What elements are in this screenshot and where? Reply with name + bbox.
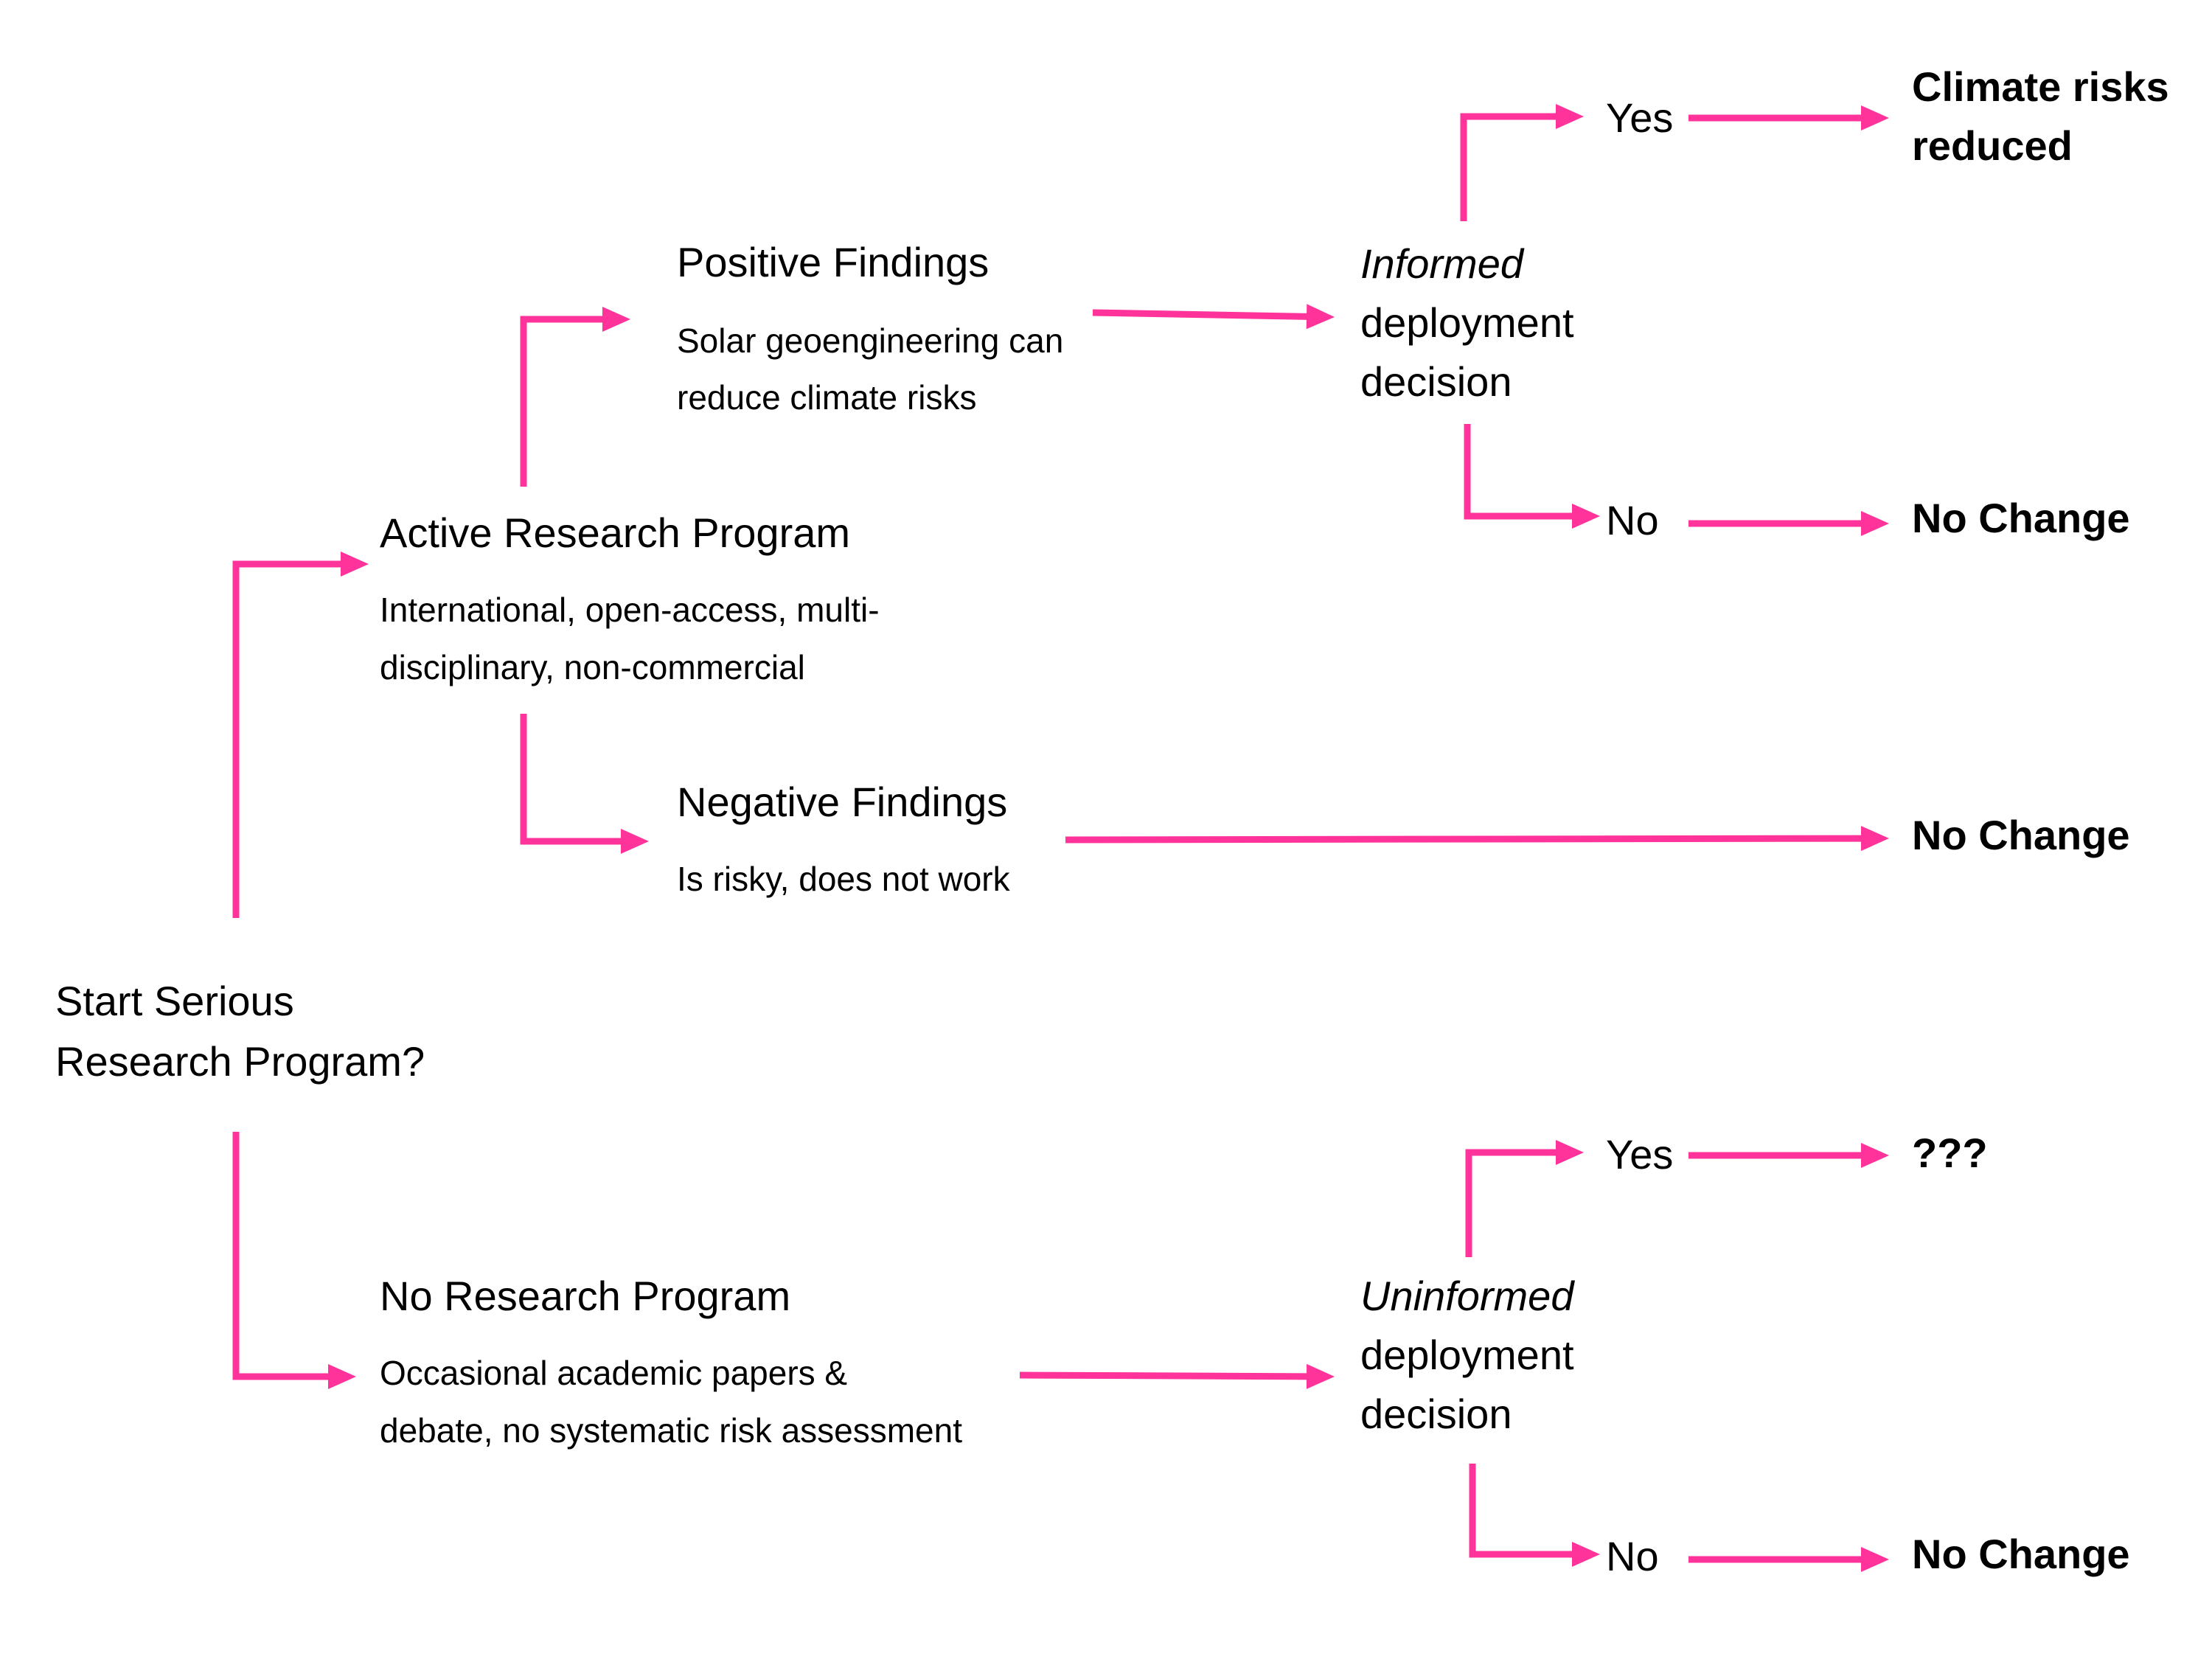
arrow-uninformed-to-no-head bbox=[1572, 1542, 1600, 1567]
uninformed-deployment-line: deployment bbox=[1360, 1332, 1574, 1378]
arrow-no-to-no-change-informed-head bbox=[1861, 511, 1889, 536]
arrow-none-to-uninformed-head bbox=[1306, 1363, 1335, 1389]
arrow-yes-to-unknown-head bbox=[1861, 1143, 1889, 1168]
arrow-negative-to-no-change bbox=[1065, 826, 1889, 852]
arrow-uninformed-to-yes-shaft bbox=[1465, 1149, 1557, 1257]
outcome-climate-risks-line2: reduced bbox=[1912, 122, 2073, 169]
arrow-uninformed-to-no bbox=[1469, 1464, 1600, 1567]
arrow-no-to-no-change-informed bbox=[1688, 511, 1889, 536]
positive-findings-title: Positive Findings bbox=[677, 239, 990, 285]
arrow-start-to-none-shaft bbox=[232, 1132, 330, 1380]
informed-deployment-line: deployment bbox=[1360, 299, 1574, 346]
arrow-active-to-negative bbox=[520, 714, 649, 854]
negative-findings-desc-line1: Is risky, does not work bbox=[677, 860, 1010, 898]
arrow-uninformed-to-yes bbox=[1465, 1140, 1584, 1257]
arrow-informed-to-no bbox=[1464, 424, 1600, 529]
arrow-active-to-positive-shaft bbox=[520, 316, 604, 487]
arrow-positive-to-informed-shaft bbox=[1092, 309, 1309, 320]
informed-decision-line: decision bbox=[1360, 358, 1512, 405]
arrow-none-to-uninformed-shaft bbox=[1019, 1371, 1309, 1380]
uninformed-yes-label: Yes bbox=[1606, 1131, 1674, 1178]
arrow-no-to-no-change-uninformed-head bbox=[1861, 1547, 1889, 1572]
arrow-negative-to-no-change-head bbox=[1860, 826, 1889, 852]
no-research-desc-line1: Occasional academic papers & bbox=[380, 1354, 848, 1392]
arrow-yes-to-climate-reduced bbox=[1688, 105, 1889, 131]
arrow-yes-to-unknown bbox=[1688, 1143, 1889, 1168]
uninformed-label: Uninformed bbox=[1360, 1273, 1574, 1319]
arrow-start-to-none-head bbox=[328, 1364, 356, 1389]
outcome-unknown: ??? bbox=[1912, 1130, 1988, 1176]
outcome-no-change-negative: No Change bbox=[1912, 812, 2130, 858]
informed-yes-label: Yes bbox=[1606, 94, 1674, 141]
active-research-desc-line2: disciplinary, non-commercial bbox=[380, 648, 805, 686]
arrow-positive-to-informed bbox=[1092, 304, 1335, 330]
arrow-start-to-none bbox=[232, 1132, 356, 1389]
arrow-active-to-positive-head bbox=[602, 307, 630, 332]
arrow-informed-to-yes-head bbox=[1556, 104, 1584, 129]
start-question-line2: Research Program? bbox=[55, 1038, 425, 1085]
positive-findings-desc-line2: reduce climate risks bbox=[677, 378, 977, 417]
arrow-active-to-positive bbox=[520, 307, 630, 487]
arrow-active-to-negative-head bbox=[621, 829, 649, 854]
arrow-uninformed-to-no-shaft bbox=[1469, 1464, 1573, 1558]
outcome-no-change-informed: No Change bbox=[1912, 495, 2130, 541]
arrow-positive-to-informed-head bbox=[1306, 304, 1335, 330]
arrow-uninformed-to-yes-head bbox=[1556, 1140, 1584, 1165]
no-research-title: No Research Program bbox=[380, 1273, 791, 1319]
negative-findings-title: Negative Findings bbox=[677, 779, 1008, 825]
start-question-line1: Start Serious bbox=[55, 978, 294, 1024]
arrow-negative-to-no-change-shaft bbox=[1065, 835, 1863, 844]
outcome-no-change-uninformed: No Change bbox=[1912, 1531, 2130, 1577]
active-research-title: Active Research Program bbox=[380, 509, 851, 556]
arrow-start-to-active-head bbox=[341, 552, 369, 577]
no-research-desc-line2: debate, no systematic risk assessment bbox=[380, 1411, 962, 1450]
arrow-informed-to-no-head bbox=[1572, 504, 1600, 529]
arrow-none-to-uninformed bbox=[1019, 1363, 1335, 1389]
arrow-active-to-negative-shaft bbox=[520, 714, 622, 845]
arrow-informed-to-no-shaft bbox=[1464, 424, 1573, 520]
uninformed-decision-line: decision bbox=[1360, 1391, 1512, 1437]
arrow-informed-to-yes-shaft bbox=[1460, 113, 1557, 221]
active-research-desc-line1: International, open-access, multi- bbox=[380, 591, 880, 629]
positive-findings-desc-line1: Solar geoengineering can bbox=[677, 321, 1064, 360]
uninformed-no-label: No bbox=[1606, 1533, 1659, 1579]
arrow-yes-to-climate-reduced-head bbox=[1861, 105, 1889, 131]
arrow-no-to-no-change-uninformed bbox=[1688, 1547, 1889, 1572]
informed-label: Informed bbox=[1360, 240, 1523, 287]
arrow-start-to-active-shaft bbox=[232, 560, 342, 918]
outcome-climate-risks-line1: Climate risks bbox=[1912, 63, 2169, 110]
arrow-informed-to-yes bbox=[1460, 104, 1584, 221]
informed-no-label: No bbox=[1606, 497, 1659, 543]
arrow-start-to-active bbox=[232, 552, 369, 918]
